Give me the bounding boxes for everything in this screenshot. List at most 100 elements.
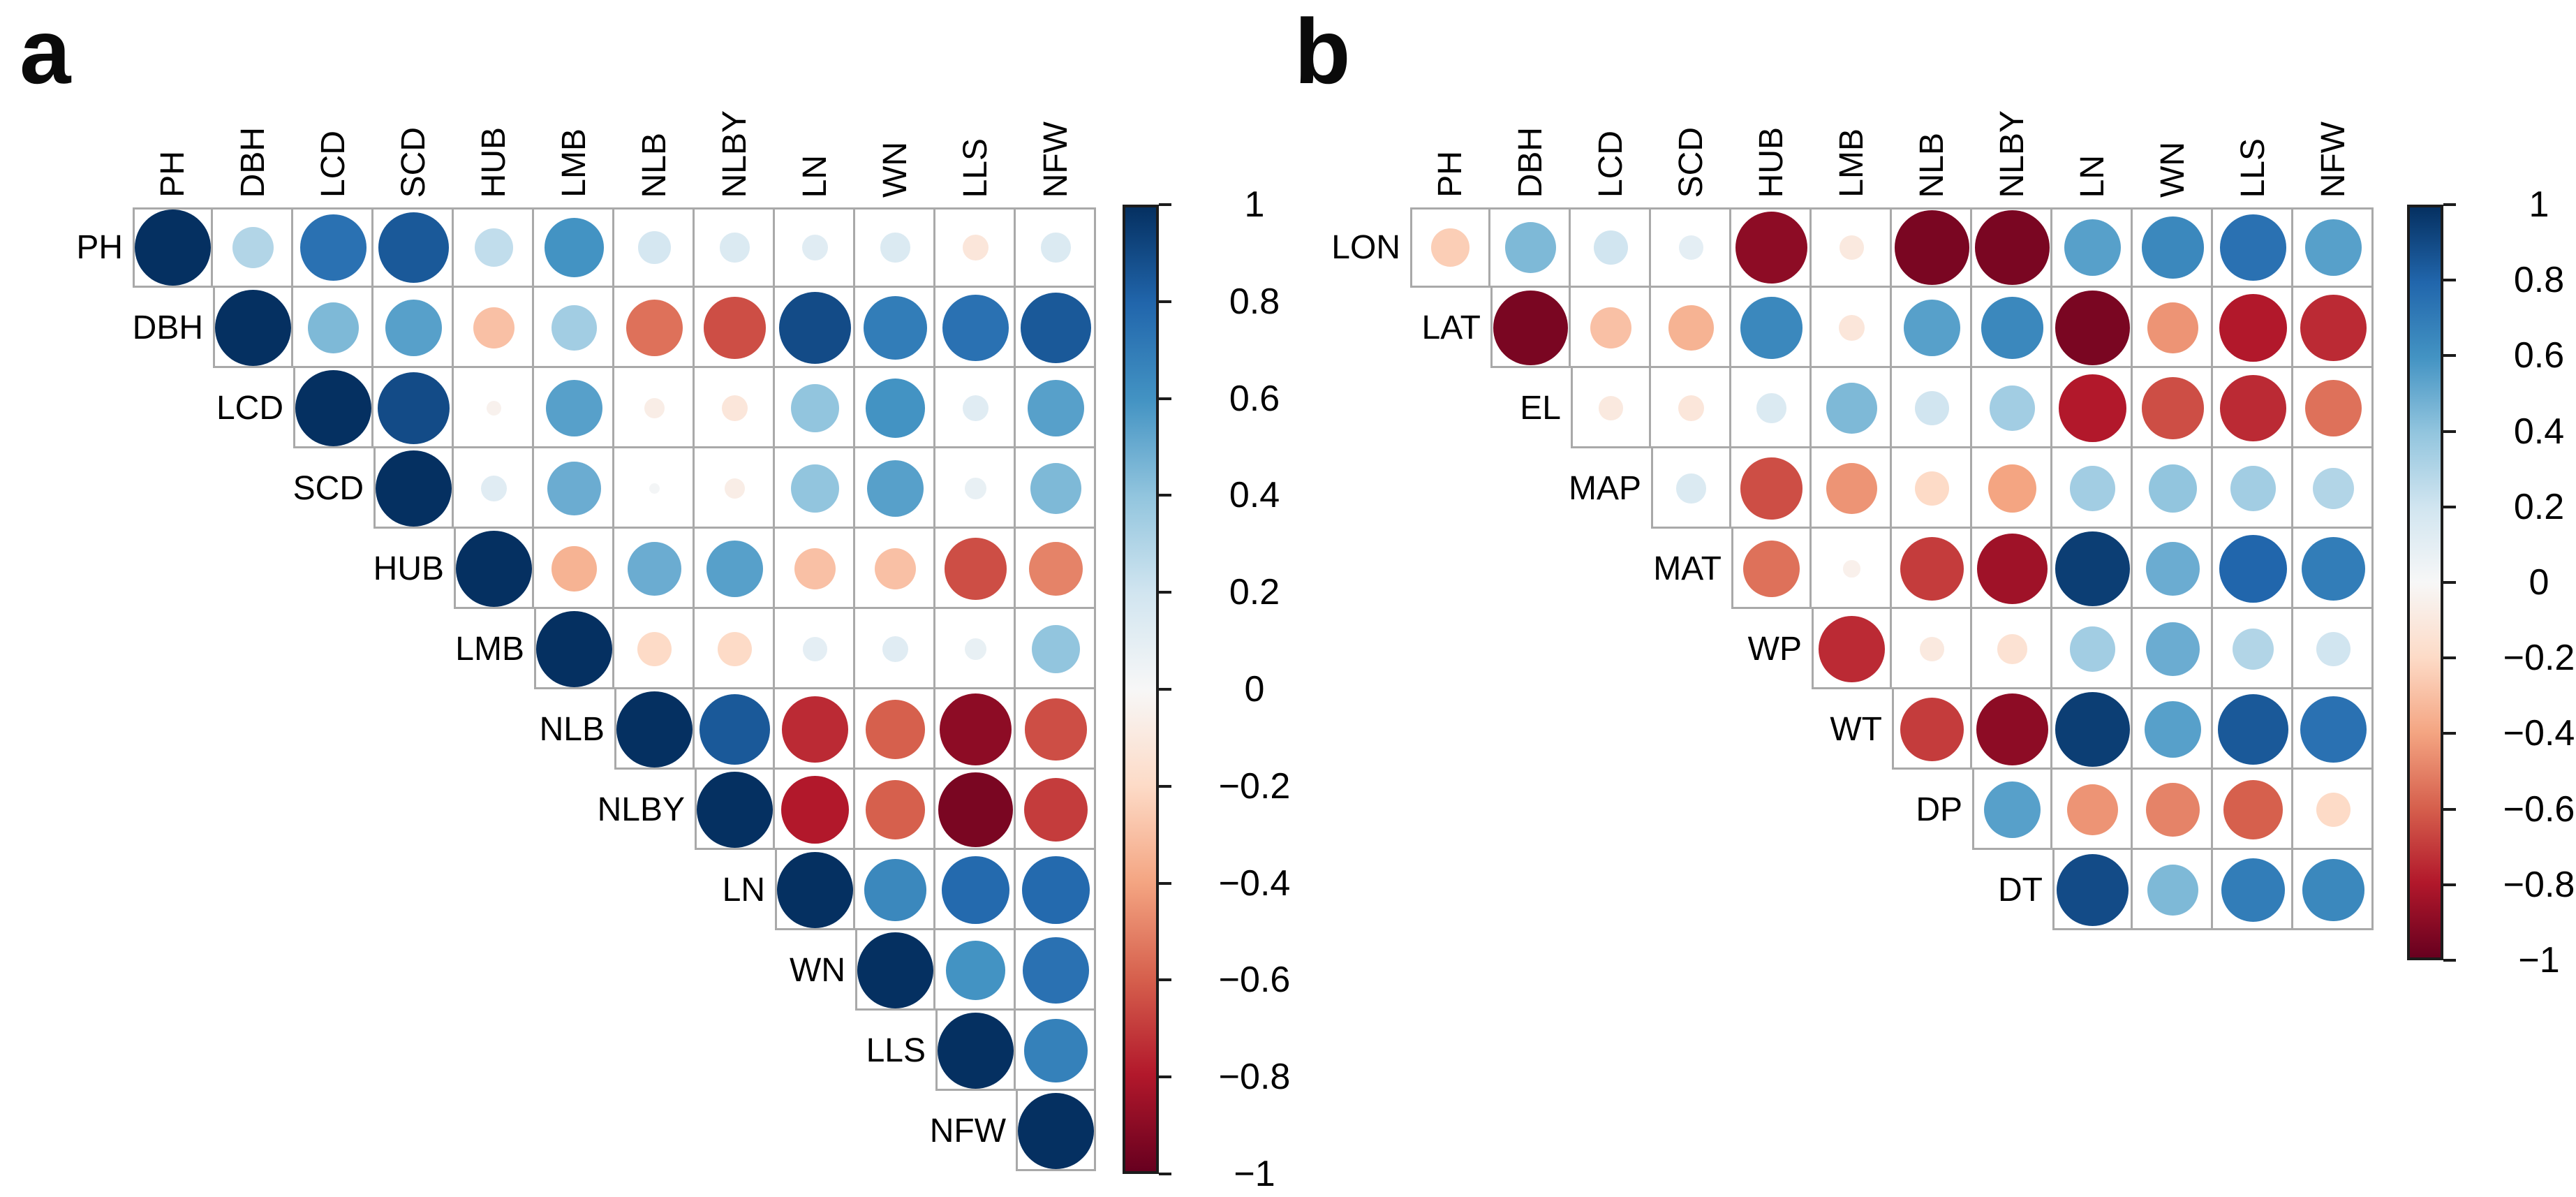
corr-circle-a-DBH-NFW <box>1021 293 1091 363</box>
colorbar-tick-label-b-0.8: 0.8 <box>2513 260 2565 301</box>
colorbar-tickmark-a-0.2 <box>1159 591 1171 594</box>
corr-circle-a-LLS-LLS <box>937 1012 1014 1089</box>
corr-circle-a-PH-LMB <box>545 218 604 277</box>
corr-circle-b-WP-WN <box>2145 622 2200 677</box>
colorbar-a <box>1123 205 1159 1174</box>
corr-circle-a-NLB-NFW <box>1025 698 1087 761</box>
corr-circle-b-EL-NFW <box>2304 379 2362 436</box>
col-label-a-LLS: LLS <box>956 138 994 198</box>
corr-circle-a-LCD-LN <box>790 383 840 433</box>
col-label-b-NLB: NLB <box>1913 132 1950 198</box>
corr-circle-a-NLB-NLB <box>616 691 693 768</box>
corr-circle-a-PH-LCD <box>300 214 367 281</box>
colorbar-tick-label-a-−0.4: −0.4 <box>1218 862 1291 904</box>
colorbar-tick-label-a-0.2: 0.2 <box>1229 572 1280 613</box>
corr-circle-a-DBH-SCD <box>385 299 442 356</box>
corr-circle-a-HUB-HUB <box>455 530 533 608</box>
panel-a-letter: a <box>20 0 71 103</box>
corr-circle-b-WT-LLS <box>2218 694 2288 765</box>
cell-a-HUB-WN <box>855 529 935 609</box>
col-label-a-HUB: HUB <box>475 126 512 198</box>
colorbar-tickmark-a-0.8 <box>1159 300 1171 303</box>
colorbar-tick-label-a-−0.8: −0.8 <box>1218 1057 1291 1098</box>
col-label-b-HUB: HUB <box>1752 126 1790 198</box>
col-label-a-LCD: LCD <box>314 130 352 198</box>
corr-circle-b-LAT-LN <box>2055 291 2130 365</box>
corr-circle-a-LN-NFW <box>1022 856 1090 924</box>
col-label-a-NLBY: NLBY <box>716 110 753 198</box>
cell-a-PH-LLS <box>935 207 1016 288</box>
corr-circle-a-PH-NFW <box>1041 233 1071 263</box>
corr-circle-a-HUB-LN <box>794 548 836 590</box>
colorbar-tick-label-a-1: 1 <box>1244 184 1265 225</box>
corr-circle-b-EL-LMB <box>1826 382 1878 434</box>
corr-circle-a-SCD-LMB <box>547 461 602 516</box>
colorbar-tickmark-b-−0.2 <box>2443 656 2456 660</box>
corr-circle-b-LON-PH <box>1431 228 1470 267</box>
col-label-b-PH: PH <box>1431 151 1469 198</box>
corr-circle-b-MAT-NFW <box>2301 536 2366 601</box>
row-label-a-SCD: SCD <box>293 469 364 507</box>
corr-circle-b-MAT-LMB <box>1843 560 1860 578</box>
corr-circle-b-LAT-NLBY <box>1981 297 2043 359</box>
corr-circle-b-MAP-NLB <box>1915 471 1949 506</box>
colorbar-tick-label-a-0.6: 0.6 <box>1229 378 1280 419</box>
colorbar-b <box>2407 205 2443 960</box>
colorbar-tickmark-a-−0.4 <box>1159 881 1171 885</box>
corr-circle-b-EL-HUB <box>1756 393 1786 423</box>
colorbar-tick-label-b-1: 1 <box>2529 184 2549 225</box>
colorbar-tickmark-a-1 <box>1159 203 1171 206</box>
corr-circle-a-PH-DBH <box>232 226 274 269</box>
colorbar-tickmark-a-−1 <box>1159 1173 1171 1175</box>
row-label-a-NLB: NLB <box>539 710 605 748</box>
corr-circle-b-LON-LMB <box>1840 235 1864 260</box>
corr-circle-b-LON-NLB <box>1895 210 1969 285</box>
corr-circle-b-LON-LN <box>2064 219 2121 276</box>
corr-circle-b-DP-LLS <box>2223 780 2283 839</box>
corr-circle-b-DT-NFW <box>2302 859 2364 921</box>
corr-circle-a-WN-LLS <box>946 941 1005 1000</box>
corr-circle-b-LON-LLS <box>2220 214 2286 281</box>
corr-circle-b-EL-WN <box>2142 377 2204 439</box>
corr-circle-b-MAP-NLBY <box>1987 464 2037 513</box>
corr-circle-b-LON-LCD <box>1594 230 1628 265</box>
corr-circle-a-LN-LN <box>776 851 854 929</box>
corr-circle-b-LON-HUB <box>1735 211 1808 284</box>
corr-circle-a-NLBY-NFW <box>1023 777 1088 842</box>
corr-circle-b-MAP-LLS <box>2230 466 2276 511</box>
corr-circle-b-DT-LN <box>2056 853 2129 927</box>
corr-circle-a-HUB-NLBY <box>706 540 763 597</box>
corr-circle-b-DP-NLBY <box>1983 781 2041 838</box>
corr-circle-a-NLBY-LN <box>780 775 850 844</box>
corr-circle-a-LMB-LMB <box>535 610 613 688</box>
corr-circle-a-SCD-NLBY <box>725 478 745 499</box>
colorbar-tickmark-a-−0.2 <box>1159 784 1171 788</box>
row-label-a-LLS: LLS <box>866 1031 926 1069</box>
corr-circle-b-MAP-WN <box>2148 464 2198 513</box>
row-label-a-LCD: LCD <box>216 389 283 427</box>
corr-circle-b-LON-DBH <box>1504 221 1557 274</box>
corr-circle-a-DBH-LCD <box>307 302 360 354</box>
corr-circle-a-WN-WN <box>857 932 934 1009</box>
corr-circle-a-LCD-SCD <box>377 372 450 445</box>
corr-circle-a-HUB-WN <box>874 548 917 590</box>
corr-circle-a-SCD-SCD <box>375 450 452 527</box>
colorbar-tick-label-b-−0.2: −0.2 <box>2503 638 2575 679</box>
colorbar-tick-label-b-−0.8: −0.8 <box>2503 864 2575 905</box>
corr-circle-b-WT-NLBY <box>1976 693 2049 766</box>
row-label-a-DBH: DBH <box>132 309 203 346</box>
cell-a-PH-HUB <box>454 207 534 288</box>
col-label-a-DBH: DBH <box>234 126 272 198</box>
corr-circle-a-PH-PH <box>134 209 212 286</box>
col-label-b-LN: LN <box>2073 154 2111 198</box>
corr-circle-b-EL-NLBY <box>1990 385 2035 431</box>
corr-circle-b-EL-LN <box>2058 374 2127 443</box>
corr-circle-a-LCD-LCD <box>295 369 372 447</box>
cell-a-PH-LN <box>775 207 855 288</box>
corr-circle-a-SCD-LN <box>790 464 840 513</box>
colorbar-tick-label-b-0.6: 0.6 <box>2513 335 2565 376</box>
colorbar-tickmark-b-0 <box>2443 581 2456 584</box>
cell-b-MAP-NLBY <box>1972 448 2052 529</box>
row-label-b-DP: DP <box>1916 791 1962 828</box>
